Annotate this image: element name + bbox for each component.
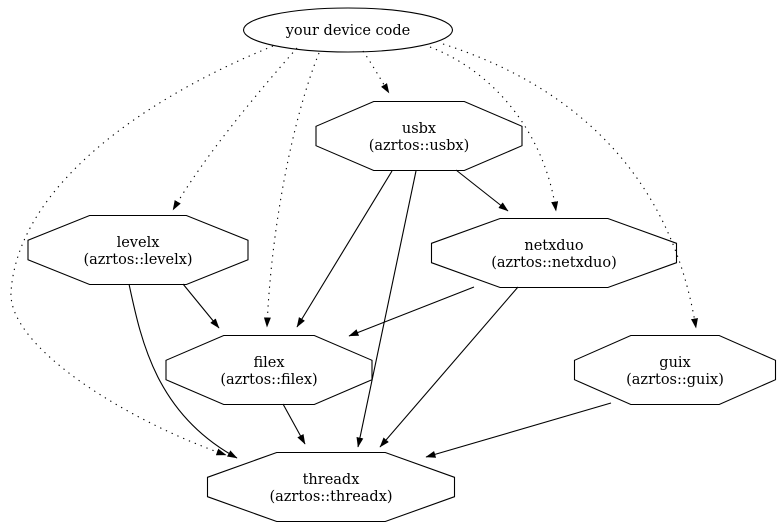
edge-device-to-filex bbox=[263, 52, 320, 328]
edge-netxduo-to-threadx bbox=[379, 286, 519, 448]
node-label-filex-line1: filex bbox=[253, 355, 284, 371]
usbx-octagon bbox=[315, 100, 523, 172]
edge-device-to-guix bbox=[442, 43, 698, 329]
node-device: your device code bbox=[242, 7, 454, 53]
edge-usbx-to-threadx bbox=[356, 170, 417, 448]
node-label-levelx-line2: (azrtos::levelx) bbox=[83, 252, 192, 268]
levelx-octagon bbox=[27, 214, 249, 286]
node-label-netxduo-line1: netxduo bbox=[524, 238, 583, 254]
node-label-threadx-line1: threadx bbox=[303, 472, 360, 488]
node-label-threadx-line2: (azrtos::threadx) bbox=[269, 489, 392, 505]
edge-levelx-to-threadx bbox=[128, 283, 238, 459]
node-label-usbx-line1: usbx bbox=[402, 121, 436, 137]
edge-device-to-threadx bbox=[10, 45, 274, 456]
node-label-netxduo-line2: (azrtos::netxduo) bbox=[491, 255, 617, 271]
edge-levelx-to-filex bbox=[182, 283, 220, 329]
edge-device-to-usbx bbox=[362, 50, 390, 94]
node-label-guix-line2: (azrtos::guix) bbox=[626, 372, 724, 388]
filex-octagon bbox=[165, 334, 373, 406]
threadx-octagon bbox=[206, 451, 456, 523]
guix-octagon bbox=[573, 334, 777, 406]
device-ellipse bbox=[242, 7, 454, 53]
edge-usbx-to-netxduo bbox=[455, 169, 509, 212]
node-label-device-line1: your device code bbox=[285, 23, 411, 39]
node-label-usbx-line2: (azrtos::usbx) bbox=[369, 138, 470, 154]
node-label-guix-line1: guix bbox=[659, 355, 690, 371]
node-label-levelx-line1: levelx bbox=[117, 235, 160, 251]
node-filex: filex(azrtos::filex) bbox=[165, 334, 373, 406]
edge-guix-to-threadx bbox=[425, 402, 612, 458]
node-usbx: usbx(azrtos::usbx) bbox=[315, 100, 523, 172]
edge-device-to-levelx bbox=[172, 47, 298, 211]
node-guix: guix(azrtos::guix) bbox=[573, 334, 777, 406]
node-threadx: threadx(azrtos::threadx) bbox=[206, 451, 456, 523]
edge-usbx-to-filex bbox=[296, 170, 393, 328]
node-label-filex-line2: (azrtos::filex) bbox=[220, 372, 317, 388]
edge-netxduo-to-filex bbox=[348, 286, 475, 337]
node-levelx: levelx(azrtos::levelx) bbox=[27, 214, 249, 286]
node-netxduo: netxduo(azrtos::netxduo) bbox=[430, 217, 678, 289]
edge-device-to-netxduo bbox=[429, 46, 559, 212]
netxduo-octagon bbox=[430, 217, 678, 289]
edge-filex-to-threadx bbox=[282, 403, 306, 445]
